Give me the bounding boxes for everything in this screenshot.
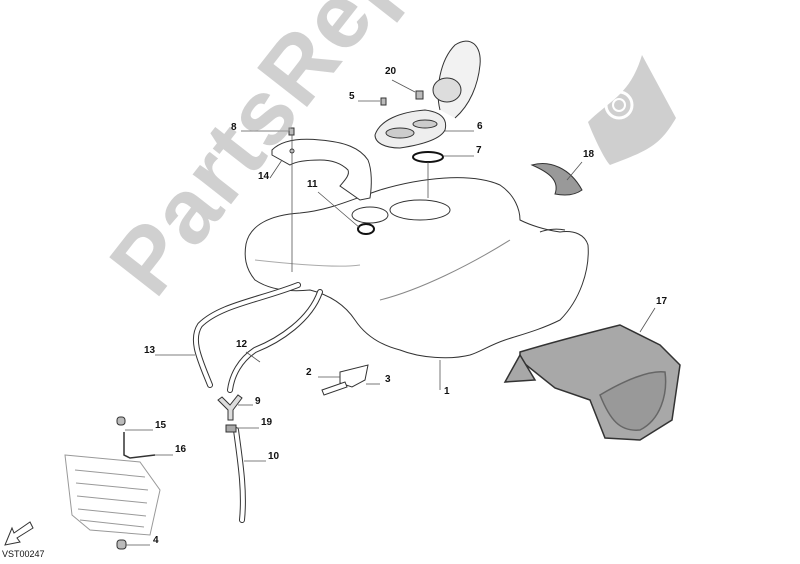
leader-lines [125,79,656,546]
callout-number: 3 [385,374,391,385]
callout-number: 7 [476,145,482,156]
callout-number: 5 [349,91,355,102]
emblem [357,223,375,235]
callout-number: 14 [258,171,270,182]
callout-number: 4 [153,535,159,546]
drawing-code: VST00247 [2,549,45,559]
seat-pad [503,324,681,441]
callout-number: 19 [261,417,273,428]
callout-number: 1 [444,386,450,397]
callout-number: 15 [155,420,167,431]
y-fitting [217,394,243,433]
radiator-grille [64,454,161,536]
callout-number: 12 [236,339,248,350]
small-fasteners [116,90,424,550]
callout-number: 11 [307,179,318,190]
o-ring [412,151,444,163]
callout-number: 13 [144,345,156,356]
callout-number: 10 [268,451,280,462]
mount-bracket [321,364,369,396]
callout-number: 6 [477,121,483,132]
callout-number: 17 [656,296,668,307]
cover-part [530,163,583,196]
callout-number: 8 [231,122,237,133]
fuel-tank [244,177,589,359]
callout-number: 9 [255,396,261,407]
fuel-cap-assembly [374,40,481,149]
callout-number: 20 [385,66,397,77]
callout-number: 2 [306,367,312,378]
bracket-16 [123,432,156,459]
callout-number: 18 [583,149,595,160]
callout-number: 16 [175,444,187,455]
watermark-gear-flag-icon [588,55,676,165]
forward-arrow-icon [4,521,34,546]
bracket-part [271,138,372,201]
